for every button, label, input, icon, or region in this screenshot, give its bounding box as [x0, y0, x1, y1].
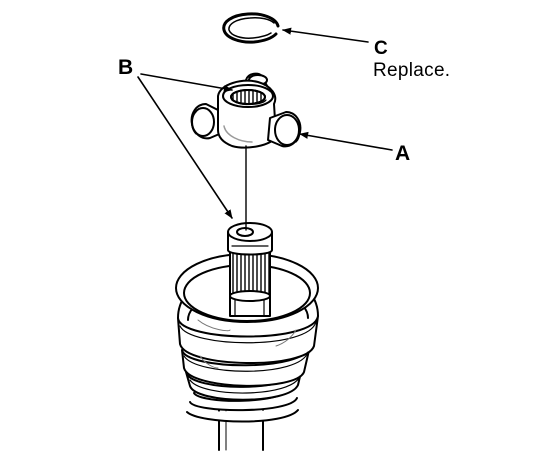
tripod-assembly: [190, 72, 302, 149]
circlip: [222, 12, 280, 44]
spline-shaft: [227, 222, 273, 317]
callout-c-note: Replace.: [373, 60, 451, 81]
callout-a-label: A: [395, 142, 411, 165]
leader-lines: [137, 27, 393, 219]
callout-c-label: C: [374, 38, 388, 59]
callout-b-label: B: [118, 56, 134, 79]
